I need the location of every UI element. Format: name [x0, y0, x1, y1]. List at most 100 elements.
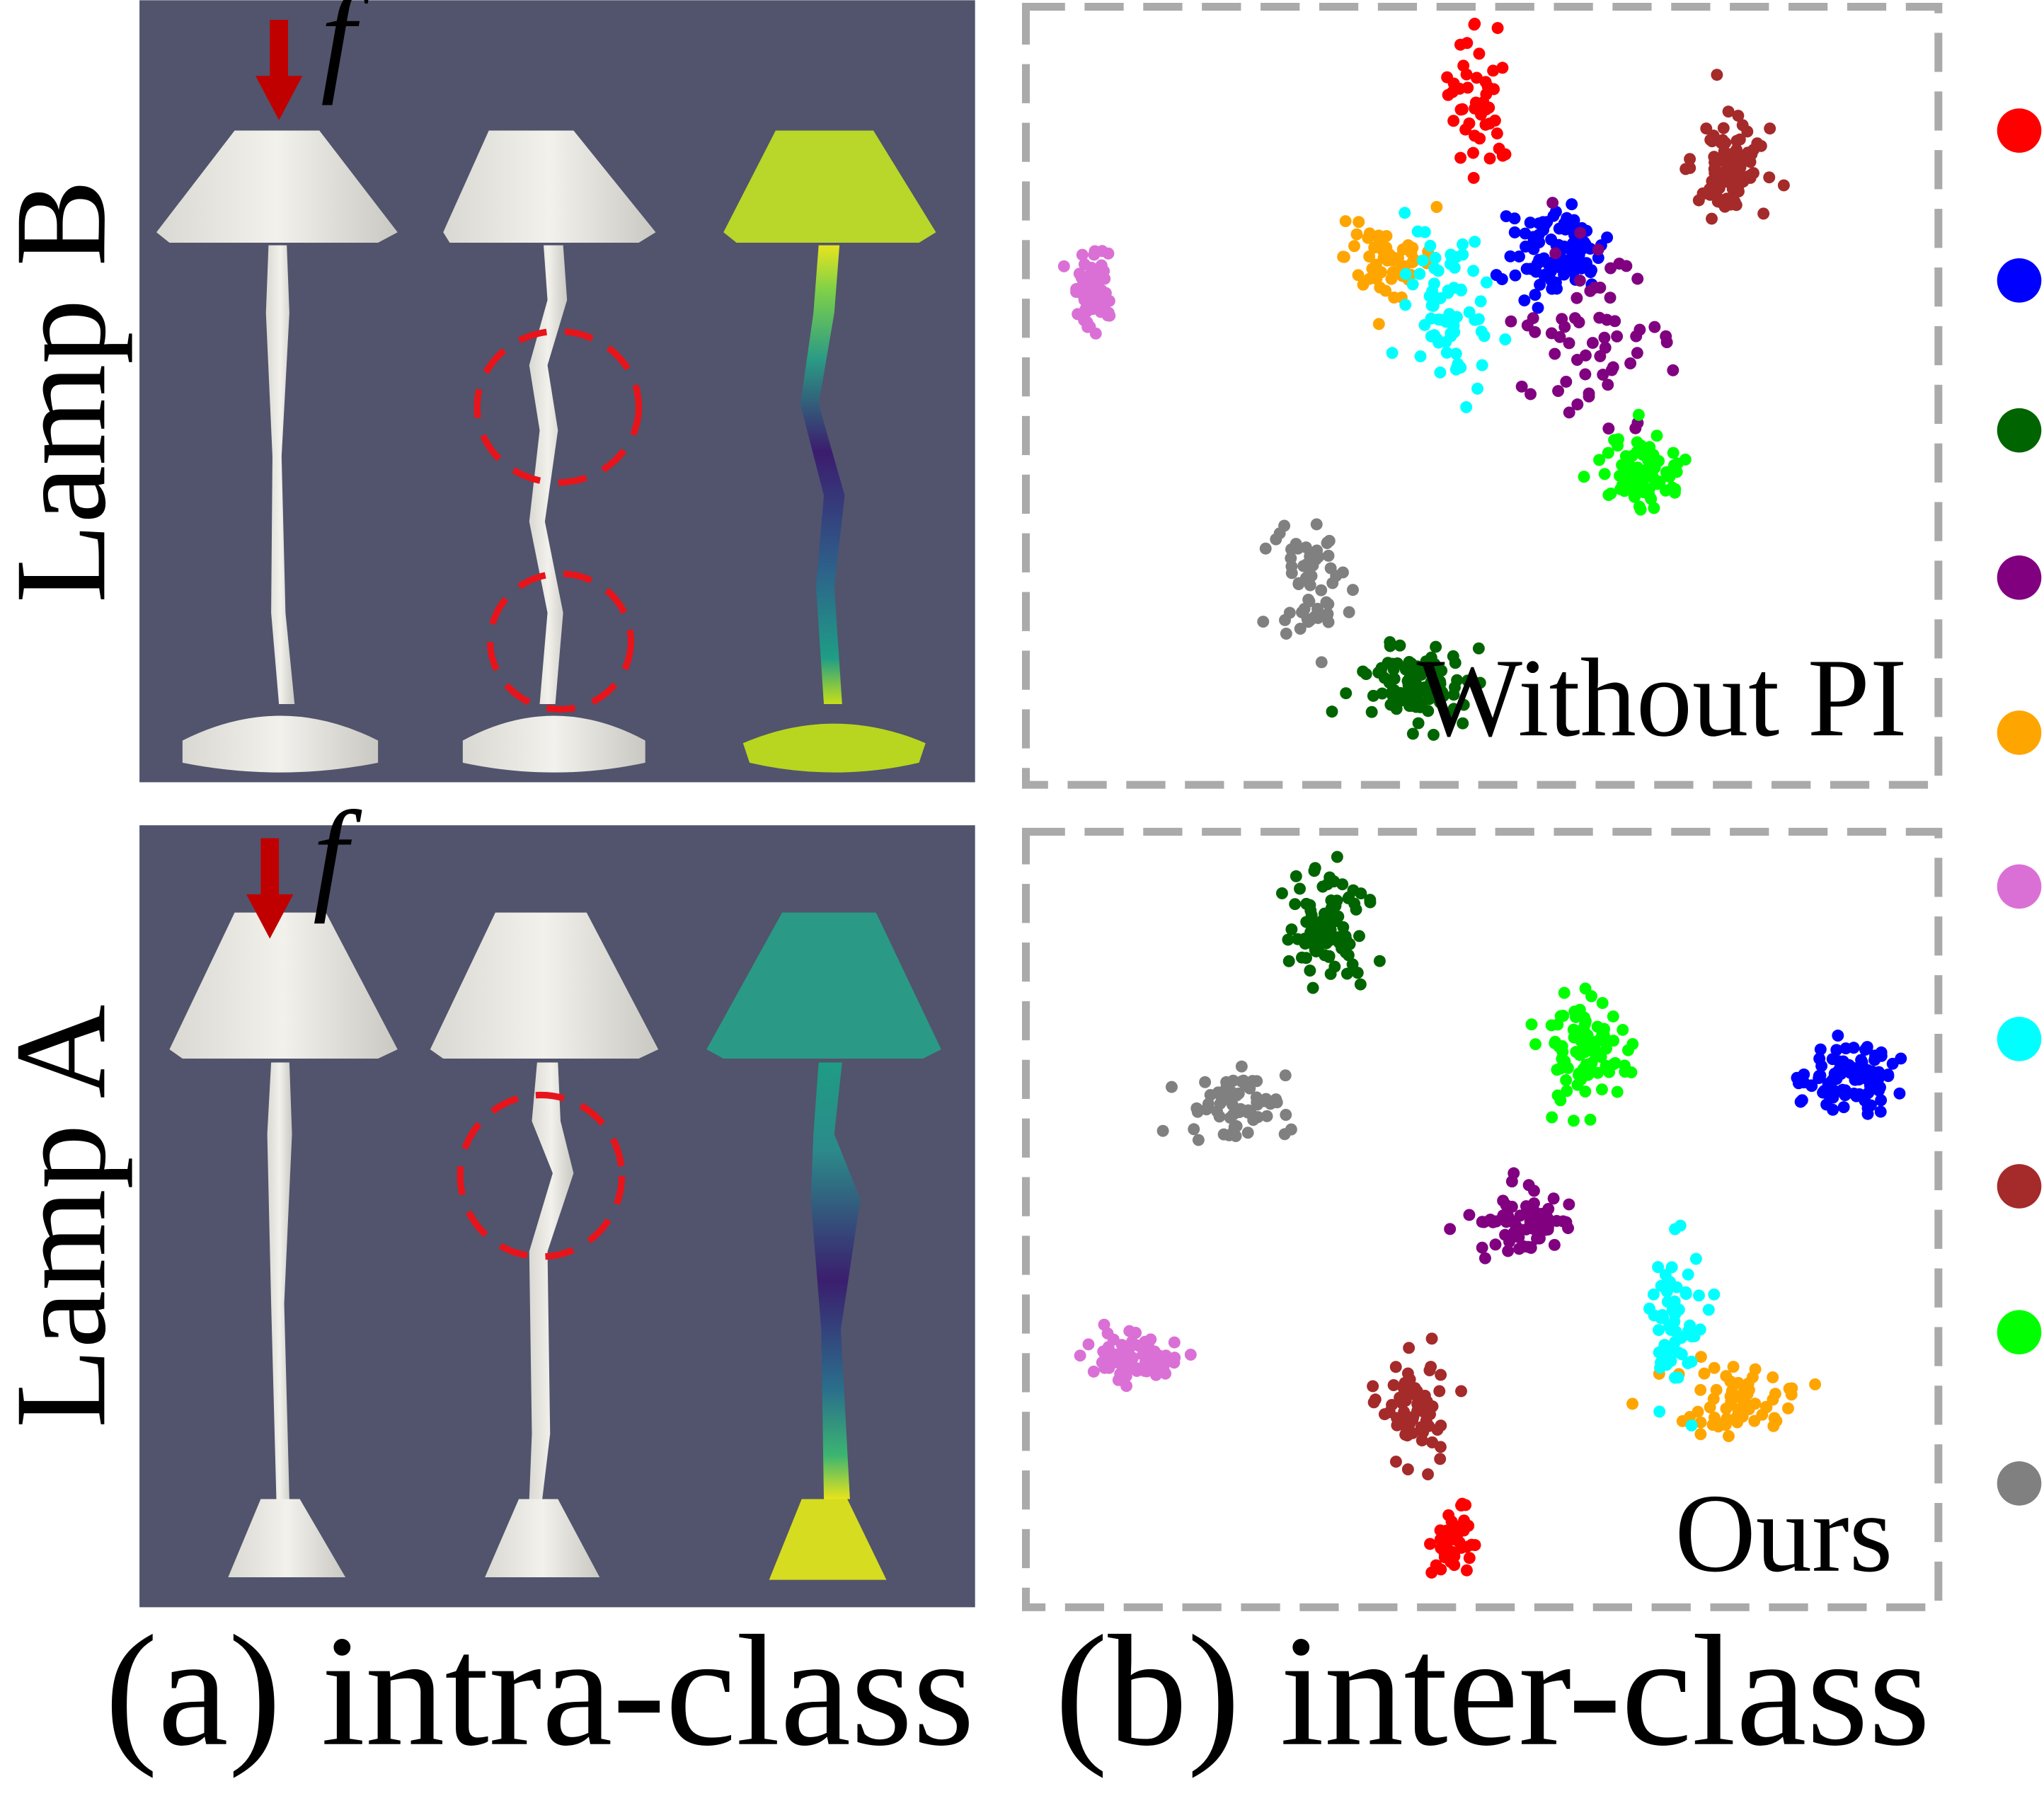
scatter-point — [1434, 292, 1447, 304]
scatter-point — [1730, 144, 1742, 156]
scatter-point — [1457, 238, 1469, 250]
scatter-point — [1559, 223, 1572, 236]
scatter-point — [1322, 598, 1335, 611]
scatter-point — [1680, 1288, 1692, 1301]
scatter-point — [1604, 488, 1617, 500]
scatter-point — [1292, 578, 1305, 590]
scatter-point — [1089, 245, 1101, 258]
legend-marker — [1997, 1164, 2042, 1209]
scatter-point — [1541, 216, 1554, 229]
scatter-point — [1432, 313, 1445, 326]
scatter-point — [1372, 318, 1385, 330]
scatter-point — [1725, 1398, 1738, 1410]
scatter-point — [1721, 1412, 1733, 1425]
scatter-point — [1548, 1238, 1561, 1251]
scatter-point — [1165, 1081, 1178, 1093]
scatter-point — [1476, 1241, 1488, 1254]
scatter-point — [1724, 1375, 1737, 1388]
scatter-point — [1389, 1361, 1402, 1373]
scatter-point — [1483, 152, 1496, 165]
scatter-point — [1781, 1402, 1794, 1415]
scatter-point — [1440, 1524, 1452, 1537]
scatter-point — [1813, 1072, 1825, 1085]
scatter-point — [1308, 865, 1321, 877]
scatter-point — [1814, 1043, 1827, 1056]
scatter-point — [1868, 1078, 1881, 1090]
scatter-point — [1491, 127, 1503, 140]
scatter-point — [1755, 139, 1767, 152]
scatter-point — [1471, 382, 1484, 395]
scatter-point — [1760, 1401, 1773, 1414]
scatter-point — [1430, 201, 1443, 213]
scatter-point — [1578, 1025, 1591, 1038]
scatter-point — [1481, 81, 1494, 93]
scatter-point — [1309, 934, 1321, 947]
scatter-point — [1500, 1216, 1512, 1228]
scatter-point — [1791, 1071, 1803, 1084]
lamp-deformed — [430, 912, 659, 1577]
legend-marker — [1997, 408, 2042, 453]
scatter-points-ours — [1074, 851, 1907, 1579]
scatter-point — [1315, 584, 1328, 597]
scatter-point — [1346, 584, 1359, 597]
scatter-point — [1747, 167, 1759, 180]
scatter-point — [1305, 570, 1318, 582]
scatter-point — [1454, 283, 1467, 296]
scatter-point — [1457, 717, 1469, 730]
scatter-point — [1546, 1111, 1558, 1124]
scatter-point — [1542, 268, 1555, 281]
scatter-point — [1454, 103, 1467, 116]
scatter-point — [1582, 1068, 1595, 1081]
scatter-point — [1130, 1364, 1143, 1377]
scatter-point — [1454, 361, 1467, 374]
caption-a: (a) intra-class — [105, 1603, 975, 1779]
scatter-point — [1285, 543, 1297, 555]
scatter-point — [1611, 330, 1624, 342]
scatter-point — [1479, 1252, 1491, 1265]
scatter-point — [1475, 108, 1487, 121]
scatter-point — [1717, 122, 1730, 134]
scatter-point — [1403, 1373, 1416, 1386]
scatter-point — [1574, 226, 1587, 239]
scatter-point — [1621, 1044, 1634, 1056]
scatter-point — [1853, 1068, 1866, 1081]
scatter-point — [1682, 1268, 1694, 1281]
scatter-point — [1459, 123, 1472, 136]
scatter-point — [1425, 1332, 1438, 1345]
scatter-point — [1696, 187, 1709, 200]
scatter-point — [1865, 1065, 1878, 1078]
scatter-point — [1120, 1380, 1133, 1393]
force-arrow-icon — [256, 19, 303, 120]
scatter-point — [1076, 248, 1089, 261]
scatter-point — [1339, 215, 1352, 228]
scatter-point — [1079, 303, 1092, 316]
scatter-point — [1376, 687, 1389, 700]
scatter-point — [1386, 347, 1399, 359]
row-label-top: Lamp B — [0, 180, 132, 603]
intra-class-panel-bottom: f — [139, 786, 975, 1608]
scatter-point — [1674, 1219, 1687, 1232]
scatter-point — [1711, 179, 1723, 192]
scatter-point — [1467, 265, 1480, 277]
legend-marker — [1997, 1310, 2042, 1355]
scatter-point — [1508, 1226, 1520, 1239]
scatter-point — [1337, 250, 1350, 263]
scatter-point — [1451, 674, 1464, 686]
scatter-point — [1487, 64, 1500, 77]
scatter-point — [1476, 359, 1488, 371]
scatter-point — [1580, 257, 1592, 270]
scatter-point — [1566, 198, 1578, 211]
scatter-point — [1648, 321, 1661, 333]
scatter-point — [1549, 1037, 1561, 1049]
scatter-point — [1668, 486, 1681, 499]
scatter-point — [1418, 684, 1431, 697]
scatter-point — [1515, 380, 1528, 393]
scatter-point — [1573, 1003, 1586, 1016]
scatter-point — [1463, 306, 1476, 318]
scatter-point — [1339, 946, 1352, 959]
scatter-point — [1560, 1216, 1573, 1228]
scatter-point — [1370, 263, 1382, 275]
scatter-point — [1561, 1085, 1573, 1098]
scatter-point — [1310, 518, 1323, 531]
